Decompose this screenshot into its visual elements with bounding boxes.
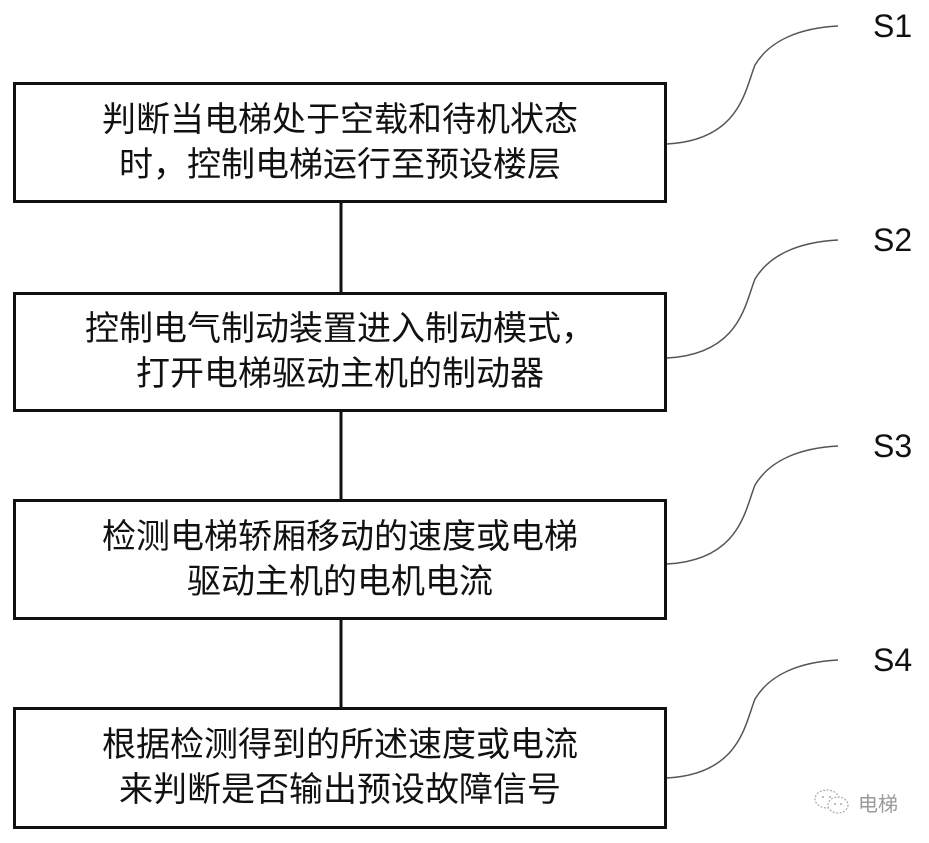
step-box-s4: 根据检测得到的所述速度或电流 来判断是否输出预设故障信号 (13, 707, 667, 829)
step-label-s4: S4 (873, 642, 913, 678)
step-s1-line-2: 时，控制电梯运行至预设楼层 (119, 144, 561, 185)
wechat-icon (814, 789, 849, 814)
leader-s1 (666, 25, 839, 145)
step-box-s2: 控制电气制动装置进入制动模式， 打开电梯驱动主机的制动器 (13, 292, 667, 412)
leader-s3 (666, 445, 839, 565)
step-text-s2: 控制电气制动装置进入制动模式， 打开电梯驱动主机的制动器 (85, 307, 595, 397)
step-box-s3: 检测电梯轿厢移动的速度或电梯 驱动主机的电机电流 (13, 499, 667, 620)
step-s1-line-1: 判断当电梯处于空载和待机状态 (102, 99, 578, 140)
leader-s2 (666, 239, 839, 359)
watermark: 电梯 (812, 787, 898, 817)
leader-s4 (666, 659, 839, 779)
step-label-s3: S3 (873, 428, 913, 464)
step-s3-line-2: 驱动主机的电机电流 (187, 561, 493, 602)
watermark-text: 电梯 (858, 791, 898, 816)
step-label-s2: S2 (873, 222, 913, 258)
step-s4-line-2: 来判断是否输出预设故障信号 (119, 770, 561, 810)
step-box-s1: 判断当电梯处于空载和待机状态 时，控制电梯运行至预设楼层 (13, 82, 667, 203)
step-label-s1: S1 (873, 8, 913, 44)
step-text-s3: 检测电梯轿厢移动的速度或电梯 驱动主机的电机电流 (102, 515, 578, 605)
step-s2-line-1: 控制电气制动装置进入制动模式， (85, 309, 595, 349)
step-text-s1: 判断当电梯处于空载和待机状态 时，控制电梯运行至预设楼层 (102, 98, 578, 188)
step-text-s4: 根据检测得到的所述速度或电流 来判断是否输出预设故障信号 (102, 723, 578, 813)
step-s3-line-1: 检测电梯轿厢移动的速度或电梯 (102, 516, 578, 557)
step-s2-line-2: 打开电梯驱动主机的制动器 (136, 354, 544, 394)
step-s4-line-1: 根据检测得到的所述速度或电流 (102, 725, 578, 765)
